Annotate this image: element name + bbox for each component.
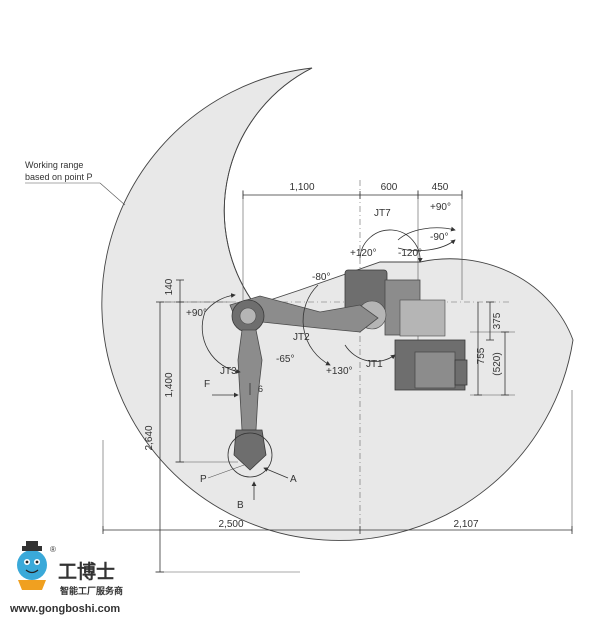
point-markers: F 6 P A B — [200, 379, 297, 511]
dim-450: 450 — [432, 182, 449, 193]
working-range-annotation: Working range based on point P — [25, 160, 126, 206]
jt7-label: JT7 — [374, 208, 391, 219]
point-p-label: P — [200, 474, 207, 485]
left-dimensions: 140 1,400 2,640 — [144, 278, 184, 573]
angle-jt7-neg: -90° — [430, 232, 448, 243]
dim-2640: 2,640 — [144, 425, 155, 450]
top-dimensions: 1,100 600 450 — [242, 182, 463, 199]
point-a-label: A — [290, 474, 297, 485]
working-range-text-1: Working range — [25, 160, 83, 170]
robot-vertical-link — [233, 329, 267, 471]
dim-755: 755 — [476, 347, 487, 364]
jt1-label: JT1 — [366, 359, 383, 370]
angle-jt2-pos: +130° — [326, 366, 353, 377]
joint-labels: JT7 JT1 JT2 JT3 — [220, 208, 391, 377]
brand-tagline-cn: 智能工厂服务商 — [60, 585, 123, 597]
angle-jt3-pos: +90° — [186, 308, 207, 319]
brand-name-cn: 工博士 — [58, 560, 115, 583]
robot-base — [344, 269, 468, 391]
dim-1400: 1,400 — [164, 372, 175, 397]
working-range-area — [101, 67, 574, 541]
dim-600: 600 — [381, 182, 398, 193]
dim-140: 140 — [164, 278, 175, 295]
working-range-text-2: based on point P — [25, 172, 93, 182]
angle-jt1-pos: +120° — [350, 248, 377, 259]
angle-jt1-neg: -120° — [398, 248, 422, 259]
dim-520: (520) — [492, 352, 503, 375]
angle-jt7-pos: +90° — [430, 202, 451, 213]
dim-1100: 1,100 — [289, 182, 314, 193]
brand-logo: ® 工博士 智能工厂服务商 www.gongboshi.com — [9, 541, 123, 615]
brand-url: www.gongboshi.com — [9, 603, 120, 615]
point-f-label: F — [204, 379, 210, 390]
robot-arm-link — [229, 295, 379, 333]
registered-mark: ® — [50, 545, 56, 554]
mascot-icon — [17, 541, 47, 590]
joint-arcs — [201, 226, 456, 374]
dim-375: 375 — [492, 312, 503, 329]
angle-jt2-neg: -80° — [312, 272, 330, 283]
jt3-label: JT3 — [220, 366, 237, 377]
dim-6-label: 6 — [258, 384, 263, 394]
wrist-detail-circle — [227, 432, 273, 478]
angle-labels: +90° -90° +120° -120° -80° +130° +90° -6… — [186, 202, 451, 377]
right-dimensions: 375 755 (520) — [474, 301, 509, 396]
point-b-label: B — [237, 500, 244, 511]
dim-2500: 2,500 — [218, 519, 243, 530]
dim-2107: 2,107 — [453, 519, 478, 530]
angle-jt3-neg: -65° — [276, 354, 294, 365]
jt2-label: JT2 — [293, 332, 310, 343]
bottom-dimensions: 2,500 2,107 — [102, 519, 573, 534]
